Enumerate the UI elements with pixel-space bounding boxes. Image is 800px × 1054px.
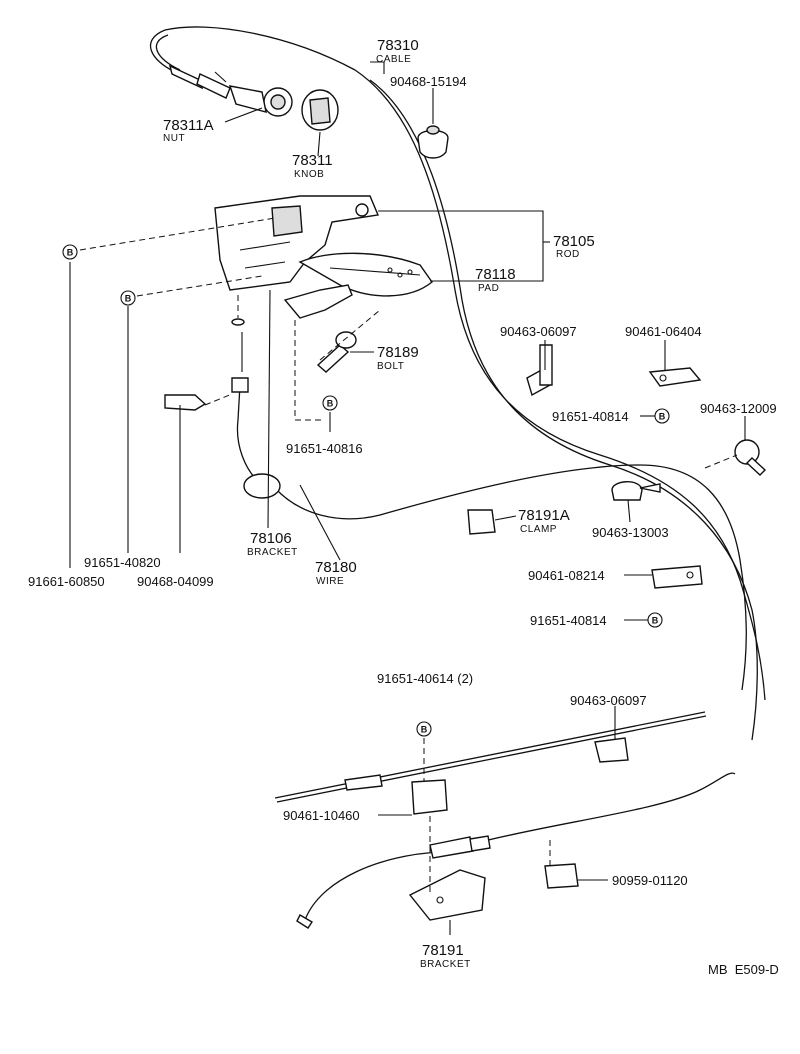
part-number: 78189 [377,344,419,361]
b-marker-label: B [652,616,659,626]
label-91651-40814-upper: 91651-40814 [552,409,629,424]
b-marker-label: B [327,399,334,409]
label-90463-06097-lower: 90463-06097 [570,693,647,708]
lower-cable-1 [274,711,707,803]
rod-lower-arm-part [283,284,353,319]
b-marker-label: B [67,248,74,258]
small-pin-part [231,318,245,326]
label-90959-01120: 90959-01120 [612,873,688,888]
grommet-90468-15194-part [417,125,449,159]
label-90461-10460: 90461-10460 [283,808,360,823]
label-90463-13003: 90463-13003 [592,525,669,540]
pad-78118-part [298,252,433,297]
label-90468-15194: 90468-15194 [390,74,467,89]
part-number: 78191A [518,507,570,524]
part-number: 78311A [163,117,214,134]
part-name: BOLT [377,361,404,372]
bracket-78106-mount-part [243,473,281,499]
part-name: NUT [163,133,185,144]
part-number: 78105 [553,233,595,250]
part-name: CLAMP [520,524,557,535]
label-78106: 78106 BRACKET [247,530,298,558]
label-90461-06404: 90461-06404 [625,324,702,339]
clip-90463-06097-upper [526,344,553,397]
part-name: CABLE [376,54,411,65]
label-90461-08214: 90461-08214 [528,568,605,583]
label-91651-40814-lower: 91651-40814 [530,613,607,628]
part-name: ROD [556,249,580,260]
part-number: 78310 [377,37,419,54]
clip-90463-12009-part [734,439,767,476]
label-78180: 78180 WIRE [315,559,357,587]
part-name: WIRE [316,576,344,587]
label-78189: 78189 BOLT [377,344,419,372]
b-marker: B [62,244,78,260]
b-marker-label: B [421,725,428,735]
label-78311A: 78311A NUT [163,117,214,144]
part-name: PAD [478,283,499,294]
clamp-78191A-part [467,509,496,535]
b-marker: B [416,721,432,737]
dashed-lines [79,217,738,895]
nut-78311A-part [228,85,293,117]
label-90468-04099: 90468-04099 [137,574,214,589]
label-91651-40614: 91651-40614 (2) [377,671,473,686]
label-91651-40816: 91651-40816 [286,441,363,456]
label-78191: 78191 BRACKET [420,942,471,970]
label-91661-60850: 91661-60850 [28,574,105,589]
part-number: 78118 [475,266,516,283]
clamp-90461-06404-part [648,367,702,387]
leader-lines [69,61,746,935]
part-number: 78191 [422,942,464,959]
label-91651-40820: 91651-40820 [84,555,161,570]
label-90463-06097-upper: 90463-06097 [500,324,577,339]
label-78105: 78105 ROD [553,233,595,260]
diagram-code: MB E509-D [708,962,779,977]
clip-90959-01120-part [544,863,579,889]
clip-90463-13003-part [611,481,661,501]
lower-cable-2 [296,772,736,929]
part-name: KNOB [294,169,324,180]
label-78191A: 78191A CLAMP [518,507,570,535]
cable-end-fitting [168,64,231,99]
rod-bracket-78106-part [214,195,379,291]
part-number: 78106 [250,530,292,547]
retainer-90468-04099-part [164,377,249,411]
clamp-90461-08214-part [651,565,703,589]
b-marker: B [322,395,338,411]
b-marker-label: B [125,294,132,304]
label-78311: 78311 KNOB [292,152,333,180]
label-78310: 78310 CABLE [376,37,419,65]
part-number: 78311 [292,152,333,169]
label-78118: 78118 PAD [475,266,516,294]
cable-78310 [150,26,766,741]
part-name: BRACKET [420,959,471,970]
bracket-78191-part [408,869,486,921]
b-marker: B [654,408,670,424]
knob-78311-part [301,89,339,131]
b-marker: B [647,612,663,628]
part-number: 78180 [315,559,357,576]
label-90463-12009: 90463-12009 [700,401,777,416]
bolt-78189-part [316,331,357,373]
clamp-90461-10460-part [411,779,448,815]
clip-90463-06097-lower [594,737,629,763]
part-name: BRACKET [247,547,298,558]
b-marker: B [120,290,136,306]
b-marker-label: B [659,412,666,422]
